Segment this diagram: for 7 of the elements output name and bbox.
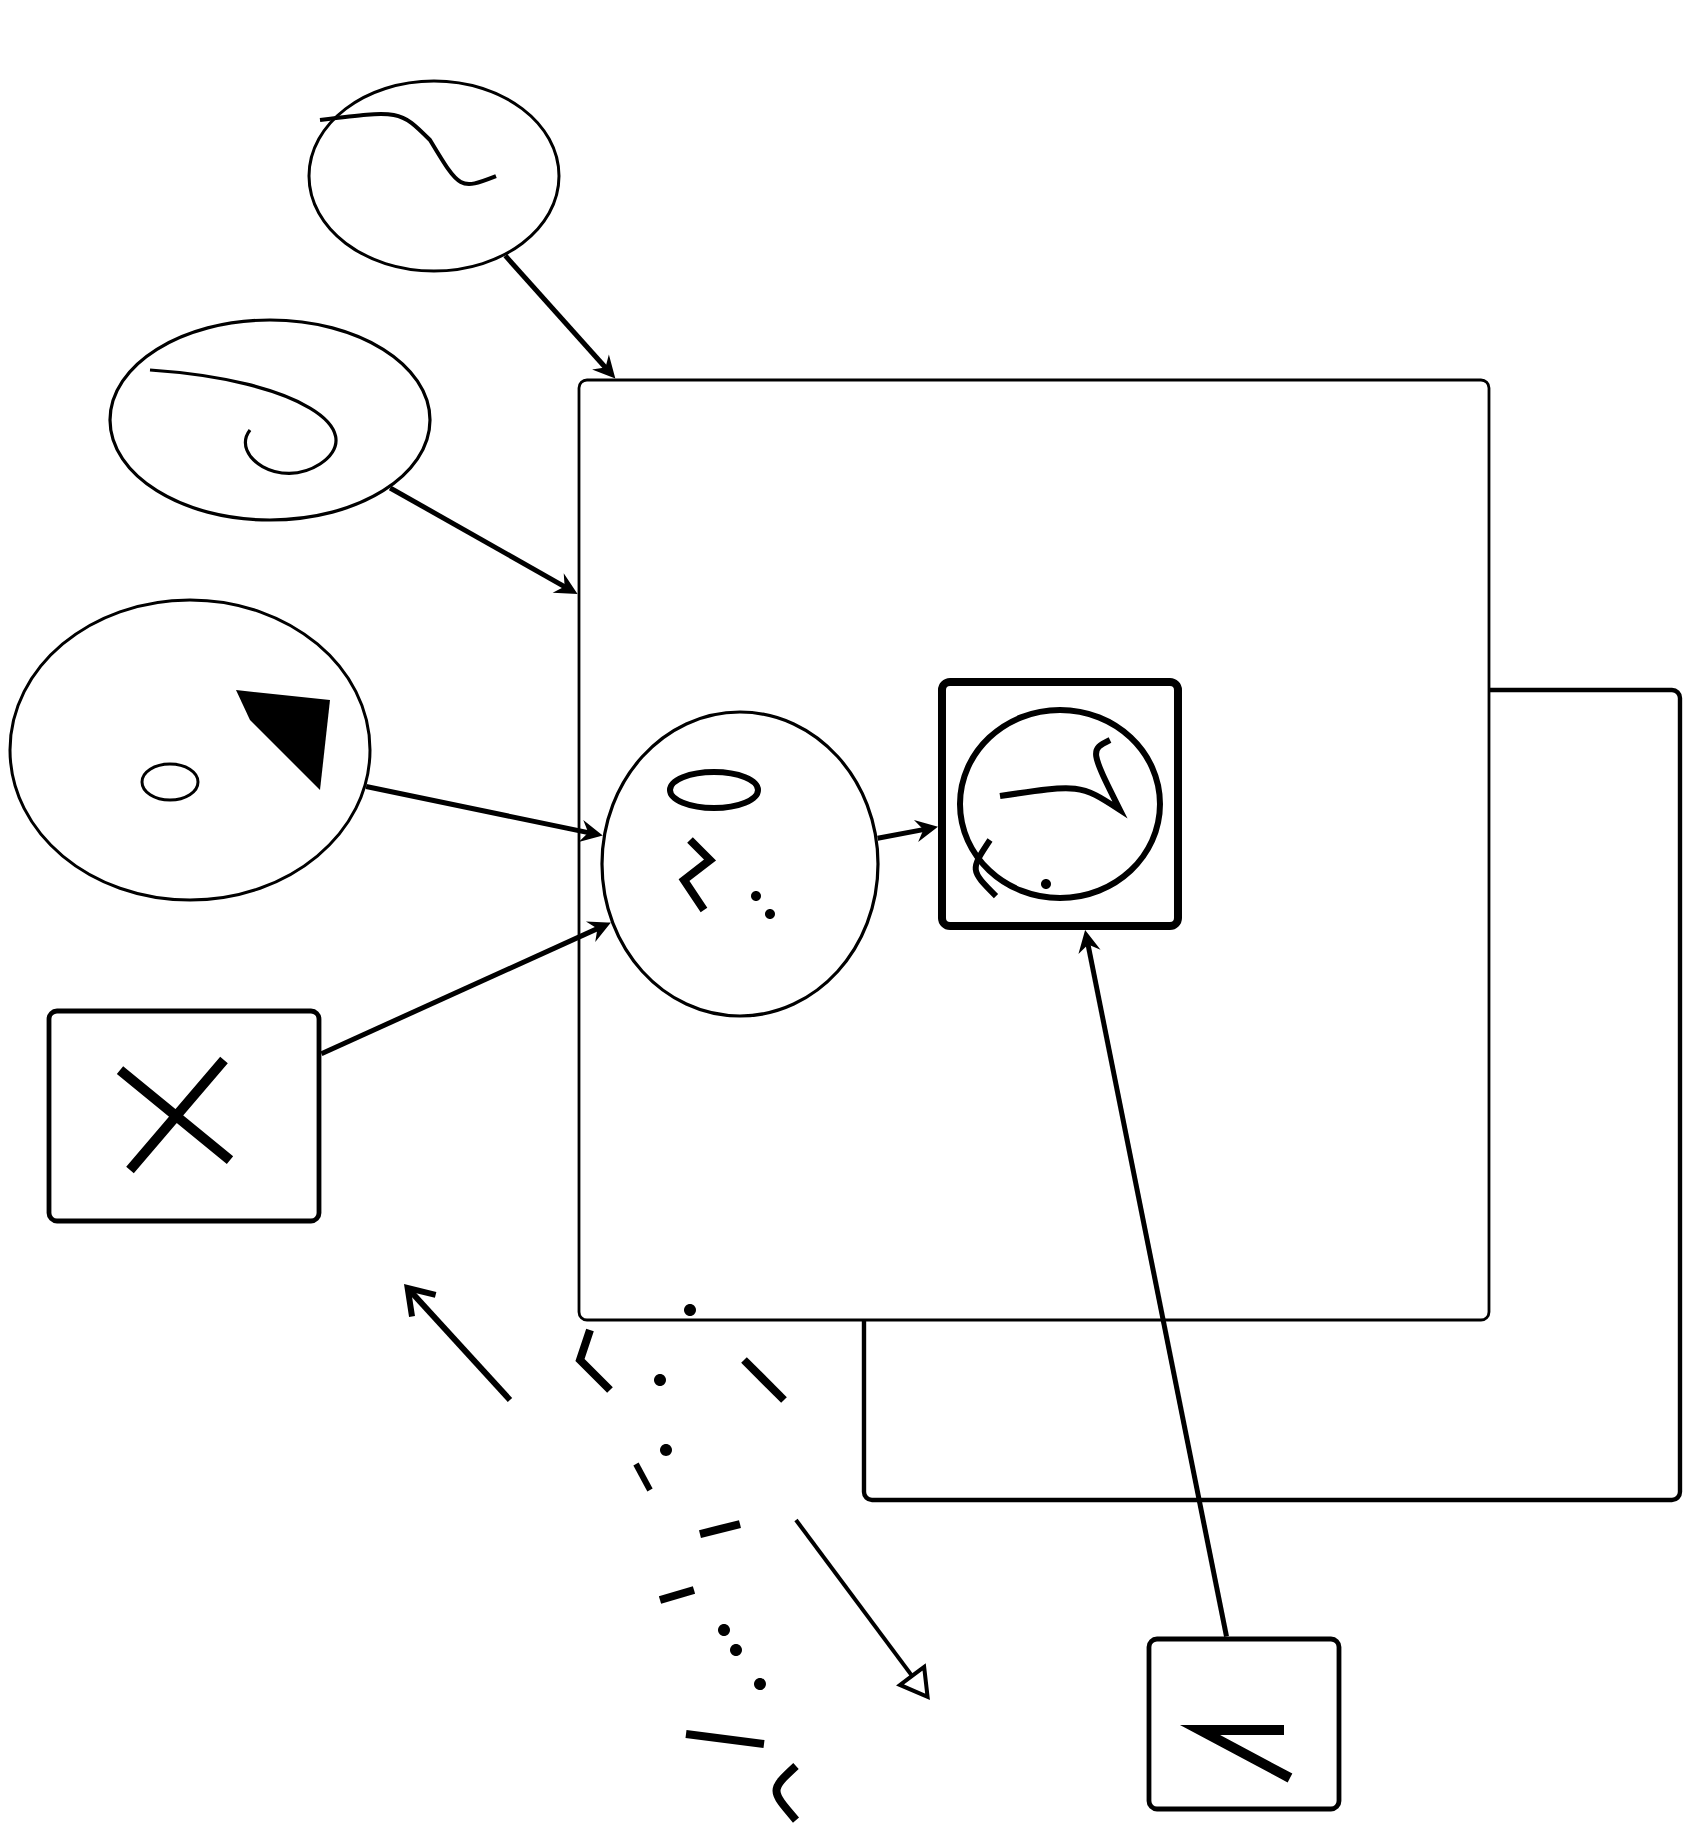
circle-node: [307, 79, 561, 273]
box-node: [1146, 1636, 1342, 1812]
circle-node: [8, 598, 372, 902]
circle-node: [108, 318, 432, 522]
box-node: [46, 1008, 322, 1224]
circle-node: [600, 710, 880, 1018]
box-node: [938, 678, 1182, 930]
